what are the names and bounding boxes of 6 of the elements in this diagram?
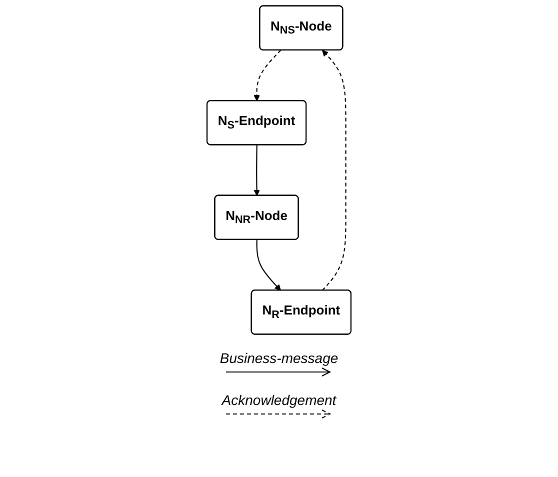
- arrow: [256, 240, 282, 291]
- legend-text: Acknowledgement: [222, 392, 336, 408]
- arrow: [322, 50, 346, 291]
- legend-text: Business-message: [220, 350, 338, 366]
- arrow: [254, 50, 282, 102]
- arrow: [254, 145, 260, 196]
